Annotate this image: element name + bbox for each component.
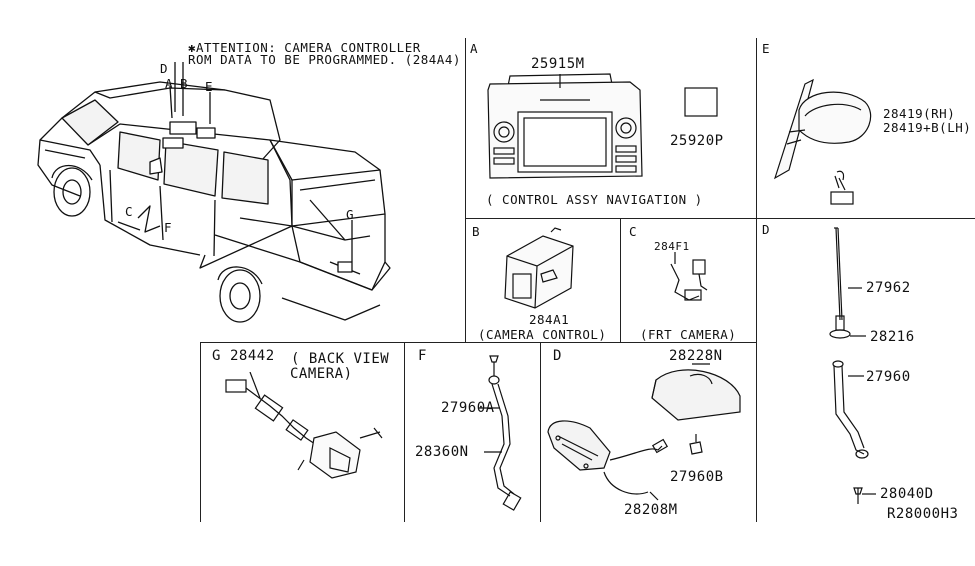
- caption-camera-control: (CAMERA CONTROL): [478, 327, 607, 342]
- divider-horizontal-a: [465, 218, 756, 219]
- callout-b: B: [180, 76, 189, 91]
- caption-back-view-camera-2: CAMERA): [290, 366, 353, 382]
- divider-vertical-main: [465, 38, 466, 342]
- divider-vertical-d2: [540, 342, 541, 522]
- divider-vertical-f: [404, 342, 405, 522]
- caption-back-view-camera-1: ( BACK VIEW: [291, 351, 390, 367]
- divider-horizontal-bottom: [200, 342, 756, 343]
- section-a-letter: A: [470, 41, 479, 56]
- shark-fin-antenna-illustration: [547, 363, 741, 501]
- divider-vertical-bc: [620, 218, 621, 342]
- part-25920p: 25920P: [670, 133, 724, 149]
- callout-c: C: [125, 204, 134, 219]
- section-f-letter: F: [418, 348, 427, 364]
- navigation-unit-illustration: [487, 73, 718, 179]
- section-g-letter: G: [212, 348, 221, 364]
- part-28040d: 28040D: [880, 486, 934, 502]
- camera-control-unit-illustration: [504, 227, 574, 309]
- callout-f: F: [164, 220, 173, 235]
- section-d-bottom-letter: D: [553, 348, 562, 364]
- section-b-letter: B: [472, 224, 481, 239]
- antenna-cable-illustration: [478, 355, 522, 511]
- divider-vertical-right: [756, 38, 757, 522]
- diagram-code: R28000H3: [887, 506, 959, 522]
- front-camera-illustration: [670, 252, 708, 301]
- part-28228n: 28228N: [669, 348, 723, 364]
- part-284f1: 284F1: [654, 240, 690, 253]
- callout-d: D: [160, 61, 169, 76]
- section-c-letter: C: [629, 224, 638, 239]
- callout-a: A: [165, 76, 174, 91]
- part-28419-b-lh: 28419+B(LH): [883, 120, 972, 135]
- part-28442: 28442: [230, 348, 275, 364]
- part-28360n: 28360N: [415, 444, 469, 460]
- section-d-right-letter: D: [762, 222, 771, 237]
- caption-control-assy-navigation: ( CONTROL ASSY NAVIGATION ): [486, 192, 703, 207]
- attention-line-1: ✱ATTENTION: CAMERA CONTROLLER: [188, 40, 421, 55]
- part-25915m: 25915M: [531, 56, 585, 72]
- pickup-truck-illustration: [37, 62, 391, 323]
- part-28208m: 28208M: [624, 502, 678, 518]
- divider-vertical-g: [200, 342, 201, 522]
- mirror-illustration: [773, 78, 872, 205]
- back-view-camera-illustration: [225, 372, 383, 479]
- part-27962: 27962: [866, 280, 911, 296]
- part-27960a: 27960A: [441, 400, 495, 416]
- part-28216: 28216: [870, 329, 915, 345]
- part-28419-rh: 28419(RH): [883, 106, 956, 121]
- caption-frt-camera: (FRT CAMERA): [640, 327, 737, 342]
- part-27960b: 27960B: [670, 469, 724, 485]
- section-e-letter: E: [762, 41, 771, 56]
- part-27960: 27960: [866, 369, 911, 385]
- part-284a1: 284A1: [529, 312, 570, 327]
- callout-e: E: [205, 79, 214, 94]
- attention-line-2: ROM DATA TO BE PROGRAMMED. (284A4): [188, 52, 461, 67]
- callout-g: G: [346, 207, 355, 222]
- divider-horizontal-e: [756, 218, 975, 219]
- antenna-rod-illustration: [829, 227, 876, 504]
